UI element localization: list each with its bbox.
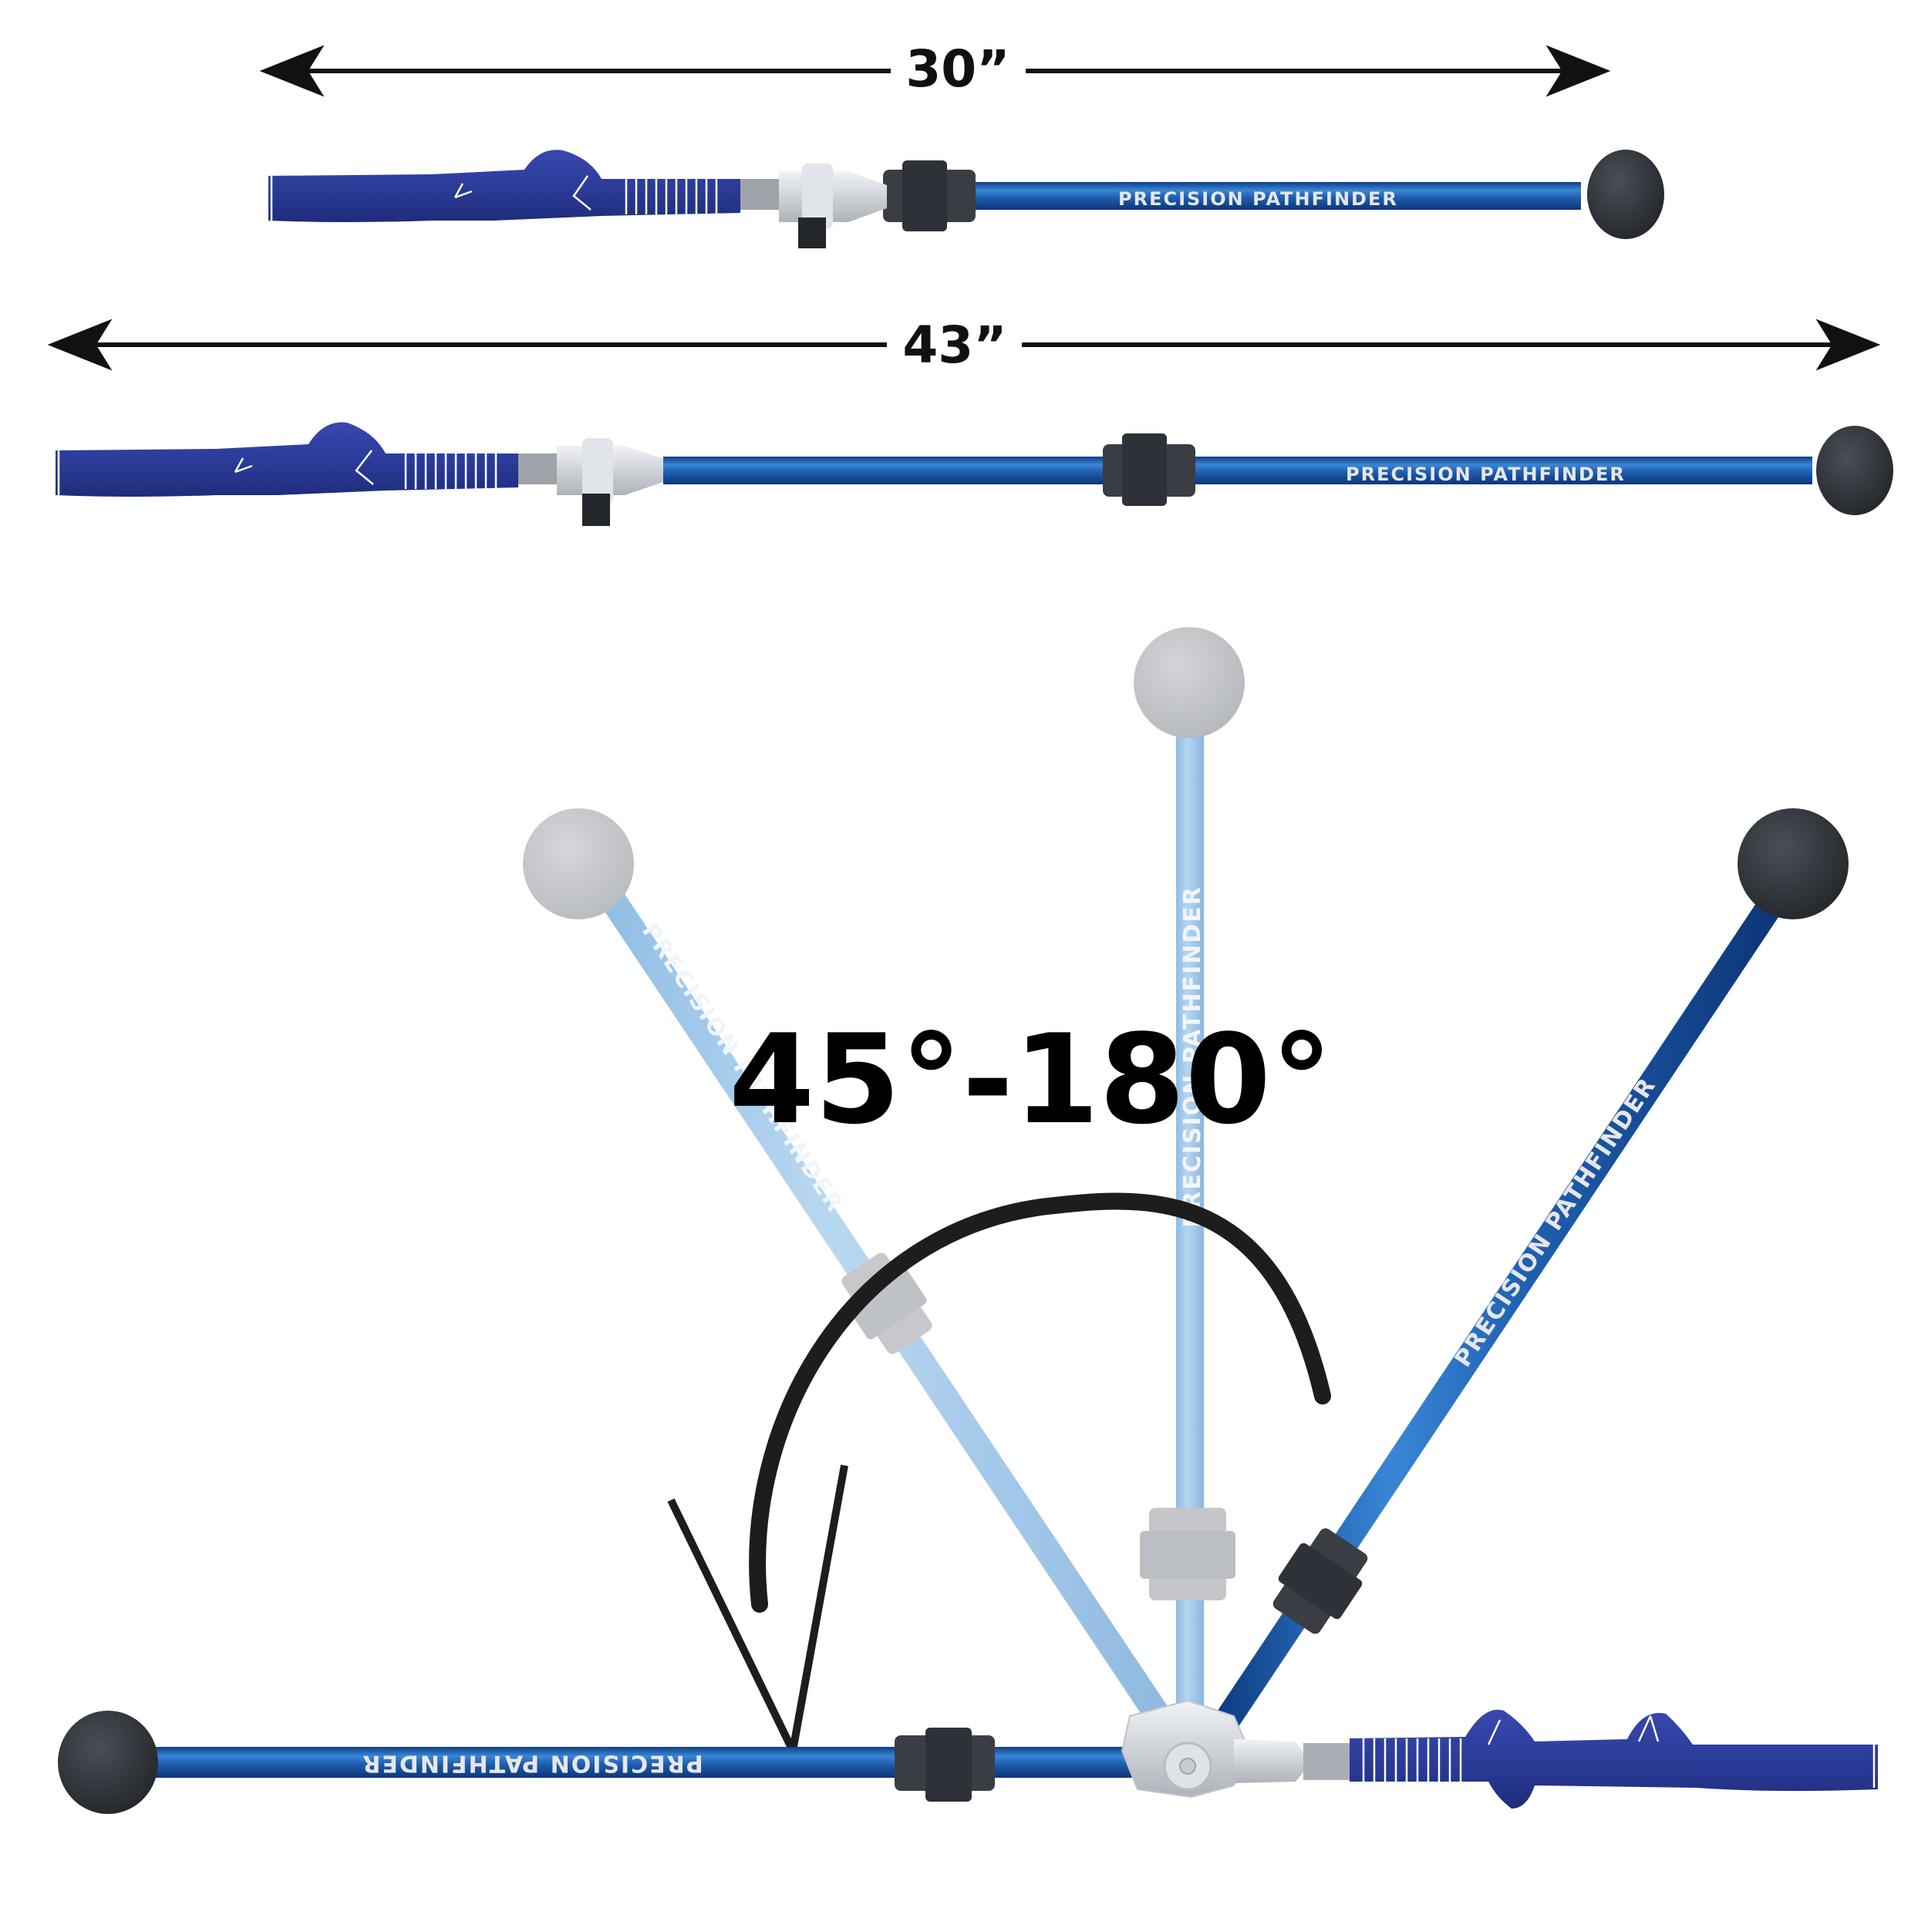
training-grip xyxy=(268,150,740,222)
locking-collar xyxy=(883,160,976,231)
locking-collar xyxy=(895,1728,995,1802)
training-grip xyxy=(56,422,518,497)
dimension-label-43: 43” xyxy=(902,315,1006,375)
end-ball xyxy=(58,1711,158,1814)
dimension-label-30: 30” xyxy=(905,39,1010,99)
shaft xyxy=(663,457,1812,484)
rotation-demo: PRECISION PATHFINDER PRECISION PATHFINDE… xyxy=(58,627,1878,1814)
end-ball xyxy=(1738,808,1849,919)
brand-text: PRECISION PATHFINDER xyxy=(1449,1073,1661,1372)
ghost-collar xyxy=(841,1253,932,1354)
brand-text: PRECISION PATHFINDER xyxy=(361,1750,703,1777)
hinge-joint xyxy=(518,438,663,526)
ghost-stick-vertical: PRECISION PATHFINDER xyxy=(1134,627,1245,1728)
end-ball xyxy=(1587,150,1664,239)
stick-extended: PRECISION PATHFINDER xyxy=(56,422,1893,526)
multi-angle-hinge xyxy=(1121,1699,1350,1799)
ghost-collar xyxy=(1140,1508,1235,1600)
dimension-30in: 30” xyxy=(259,39,1611,99)
brand-text: PRECISION PATHFINDER xyxy=(1179,885,1206,1228)
angle-range-label: 45°-180° xyxy=(729,1007,1333,1151)
dimension-43in: 43” xyxy=(47,315,1881,375)
end-ball xyxy=(1816,426,1893,515)
training-grip xyxy=(1350,1709,1878,1809)
brand-text: PRECISION PATHFINDER xyxy=(1346,464,1626,485)
brand-text: PRECISION PATHFINDER xyxy=(1118,188,1398,210)
ghost-ball xyxy=(1134,627,1245,738)
hinge-joint xyxy=(740,164,887,248)
stick-collapsed: PRECISION PATHFINDER xyxy=(268,150,1664,248)
ghost-ball xyxy=(523,808,634,919)
shaft xyxy=(887,182,1581,210)
ghost-stick-diagonal: PRECISION PATHFINDER xyxy=(523,808,1178,1735)
active-stick-tilted: PRECISION PATHFINDER xyxy=(1213,808,1849,1731)
base-stick: PRECISION PATHFINDER xyxy=(58,1711,1149,1814)
locking-collar xyxy=(1272,1528,1368,1634)
locking-collar xyxy=(1103,433,1195,506)
